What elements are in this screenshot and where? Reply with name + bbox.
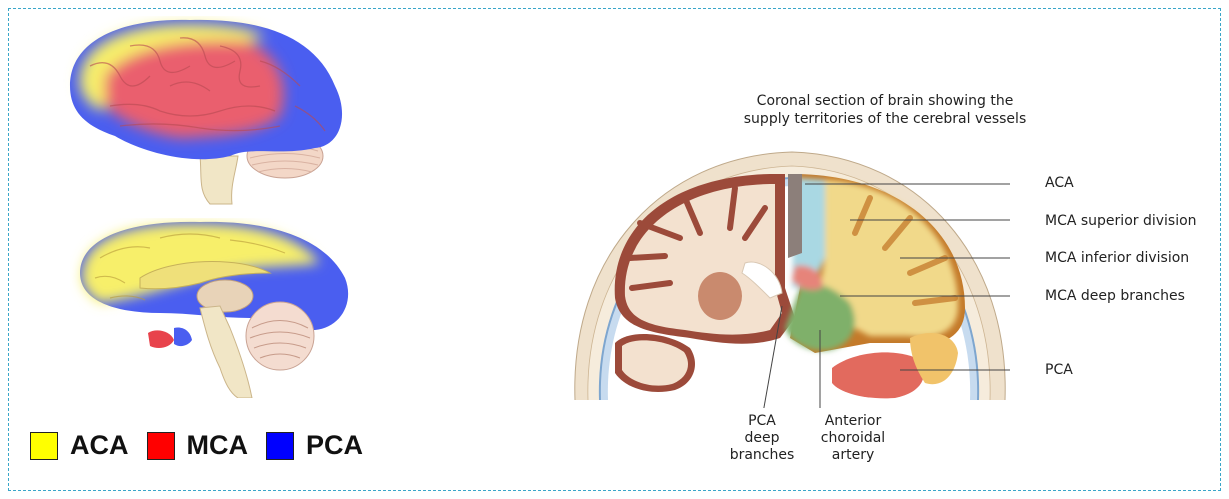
coronal-section-title: Coronal section of brain showing the sup… (720, 92, 1050, 128)
callout-anterior-choroidal-artery: Anterior choroidal artery (808, 413, 898, 464)
legend-label-aca: ACA (70, 430, 129, 461)
medial-brain-illustration (70, 218, 360, 398)
anterior-choroidal-line-1: Anterior (808, 413, 898, 430)
callout-pca-deep-branches: PCA deep branches (722, 413, 802, 464)
legend-label-mca: MCA (187, 430, 249, 461)
legend-item-mca: MCA (147, 430, 249, 461)
title-line-1: Coronal section of brain showing the (720, 92, 1050, 110)
callout-mca-superior: MCA superior division (1045, 213, 1197, 229)
pca-deep-line-1: PCA (722, 413, 802, 430)
legend-swatch-aca (30, 432, 58, 460)
color-legend: ACA MCA PCA (30, 430, 381, 461)
pca-deep-line-2: deep (722, 430, 802, 447)
anterior-choroidal-line-2: choroidal (808, 430, 898, 447)
legend-label-pca: PCA (306, 430, 363, 461)
callout-mca-inferior: MCA inferior division (1045, 250, 1189, 266)
callout-mca-deep: MCA deep branches (1045, 288, 1185, 304)
lateral-brain-illustration (60, 16, 350, 206)
legend-swatch-mca (147, 432, 175, 460)
anterior-choroidal-line-3: artery (808, 447, 898, 464)
title-line-2: supply territories of the cerebral vesse… (720, 110, 1050, 128)
callout-aca: ACA (1045, 175, 1074, 191)
legend-swatch-pca (266, 432, 294, 460)
legend-item-aca: ACA (30, 430, 129, 461)
pca-deep-line-3: branches (722, 447, 802, 464)
coronal-section-illustration (570, 138, 1010, 408)
callout-pca: PCA (1045, 362, 1073, 378)
legend-item-pca: PCA (266, 430, 363, 461)
